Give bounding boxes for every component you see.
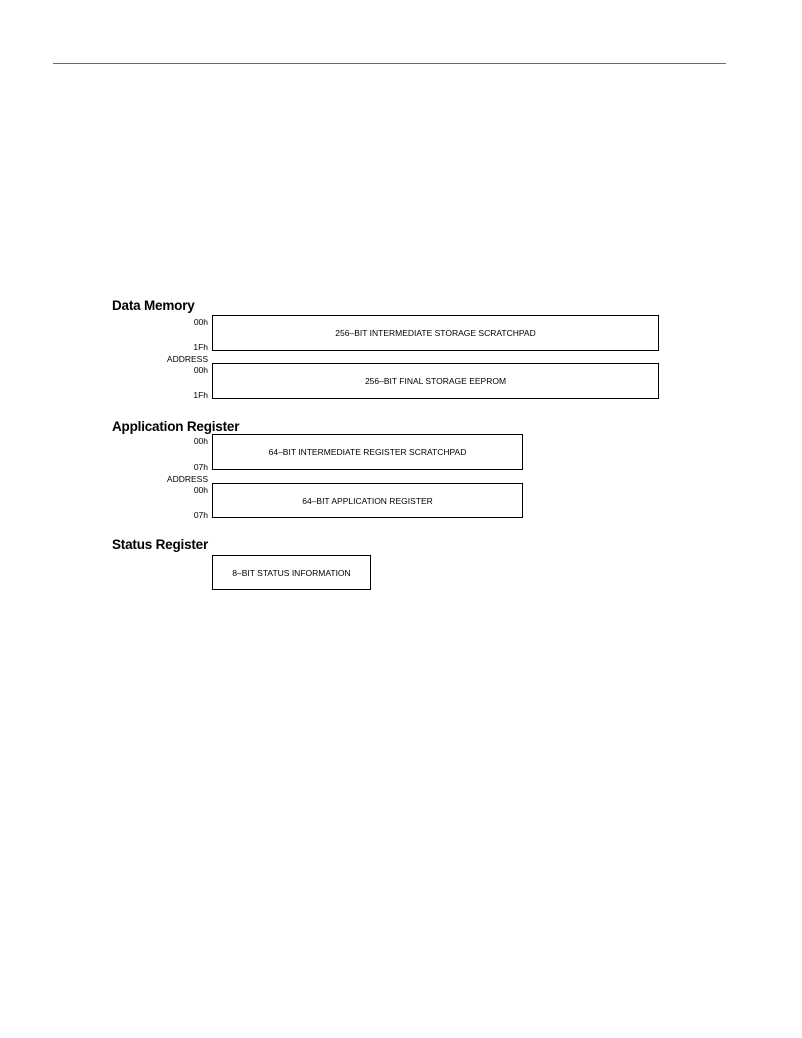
data-memory-title: Data Memory xyxy=(112,298,195,313)
application-scratchpad-block: 64–BIT INTERMEDIATE REGISTER SCRATCHPAD xyxy=(212,434,523,470)
data-memory-scratchpad-block: 256–BIT INTERMEDIATE STORAGE SCRATCHPAD xyxy=(212,315,659,351)
data-memory-eeprom-start-address: 00h xyxy=(193,365,208,375)
application-register-end-address: 07h xyxy=(193,510,208,520)
status-register-block: 8–BIT STATUS INFORMATION xyxy=(212,555,371,590)
application-register-start-address: 00h xyxy=(193,485,208,495)
application-register-label: 64–BIT APPLICATION REGISTER xyxy=(302,495,433,506)
application-register-address-label: ADDRESS xyxy=(166,474,208,484)
data-memory-eeprom-end-address: 1Fh xyxy=(193,390,208,400)
data-memory-scratchpad-label: 256–BIT INTERMEDIATE STORAGE SCRATCHPAD xyxy=(335,328,536,338)
application-register-block: 64–BIT APPLICATION REGISTER xyxy=(212,483,523,518)
status-register-label: 8–BIT STATUS INFORMATION xyxy=(232,567,351,578)
application-register-title: Application Register xyxy=(112,419,240,434)
header-rule xyxy=(53,63,726,64)
data-memory-eeprom-label: 256–BIT FINAL STORAGE EEPROM xyxy=(364,376,507,386)
data-memory-scratchpad-end-address: 1Fh xyxy=(193,342,208,352)
data-memory-eeprom-block: 256–BIT FINAL STORAGE EEPROM xyxy=(212,363,659,399)
application-scratchpad-label: 64–BIT INTERMEDIATE REGISTER SCRATCHPAD xyxy=(268,447,467,457)
status-register-title: Status Register xyxy=(112,537,209,552)
application-scratchpad-end-address: 07h xyxy=(193,462,208,472)
data-memory-address-label: ADDRESS xyxy=(166,354,208,364)
application-scratchpad-start-address: 00h xyxy=(193,436,208,446)
data-memory-scratchpad-start-address: 00h xyxy=(193,317,208,327)
